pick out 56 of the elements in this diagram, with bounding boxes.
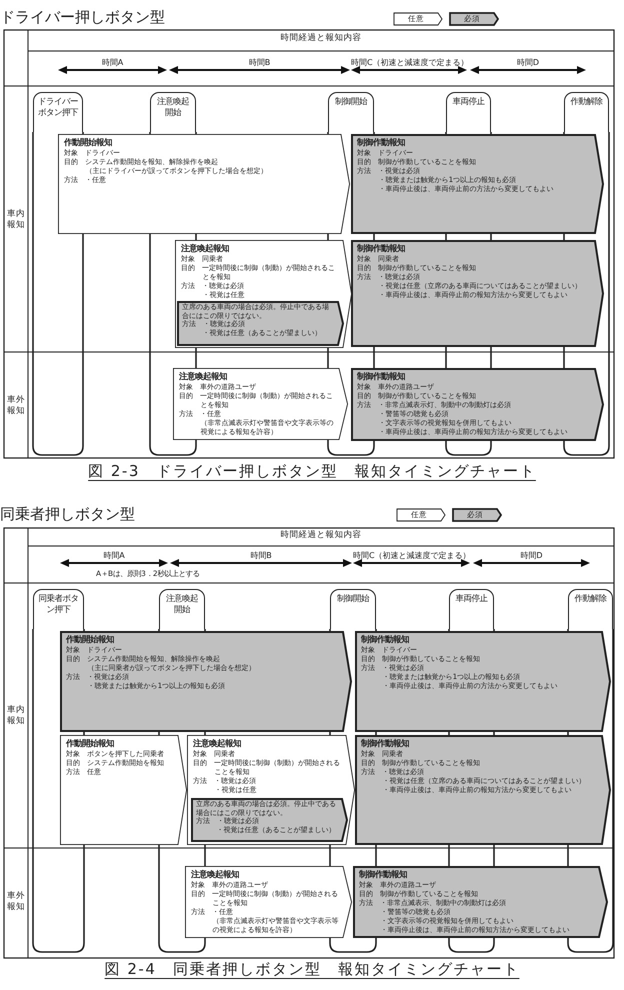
notice-heading: 制御作動報知 <box>357 137 406 148</box>
time-label: 時間C（初速と減速度で定まる） <box>353 551 470 562</box>
notice-box <box>355 631 611 732</box>
notice-heading: 作動開始報知 <box>66 634 115 644</box>
row-label: 車外報知 <box>6 891 26 914</box>
heading: ドライバー押しボタン型 <box>0 8 165 28</box>
notice-heading: 制御作動報知 <box>361 634 410 644</box>
event-pillar: 注意喚起開始 <box>159 589 205 629</box>
time-label: 時間D <box>516 58 540 68</box>
notice-heading: 作動開始報知 <box>66 738 115 748</box>
time-label: 時間D <box>519 551 544 562</box>
notice-box <box>351 368 604 441</box>
note-box <box>177 301 344 346</box>
notice-heading: 制御作動報知 <box>357 371 406 382</box>
notice-box <box>58 134 350 234</box>
notice-box <box>175 240 352 348</box>
row-label: 車外報知 <box>6 395 26 418</box>
time-label: 時間A <box>102 551 126 562</box>
notice-heading: 注意喚起報知 <box>191 869 240 880</box>
event-pillar: 作動解除 <box>564 92 609 132</box>
notice-heading: 制御作動報知 <box>359 869 408 880</box>
event-pillar: 注意喚起開始 <box>150 92 196 132</box>
time-label: 時間C（初速と減速度で定まる） <box>351 58 467 68</box>
notice-box <box>187 735 355 845</box>
figure-caption: 図 2-4 同乗者押しボタン型 報知タイミングチャート <box>104 960 520 980</box>
header-label: 時間経過と報知内容 <box>280 530 362 542</box>
notice-box <box>351 240 604 347</box>
time-label: 時間A <box>100 58 124 68</box>
notice-box <box>173 368 348 440</box>
row-label: 車内報知 <box>6 209 26 232</box>
notice-heading: 注意喚起報知 <box>179 371 228 382</box>
time-label: 時間B <box>248 58 272 68</box>
notice-box <box>351 134 604 234</box>
event-pillar: 制御開始 <box>330 589 376 629</box>
event-pillar: 制御開始 <box>328 92 374 132</box>
heading: 同乗者押しボタン型 <box>0 505 135 524</box>
notice-box <box>60 631 352 732</box>
notice-heading: 注意喚起報知 <box>193 738 242 748</box>
event-pillar: 同乗者ボタン押下 <box>33 589 84 629</box>
figure-caption: 図 2-3 ドライバー押しボタン型 報知タイミングチャート <box>88 462 536 482</box>
event-pillar: 車両停止 <box>446 92 491 132</box>
notice-box <box>353 866 608 938</box>
notice-heading: 制御作動報知 <box>361 738 410 748</box>
notice-heading: 作動開始報知 <box>64 137 113 148</box>
event-pillar: ドライバーボタン押下 <box>33 92 83 132</box>
event-pillar: 作動解除 <box>568 589 613 629</box>
row-label: 車内報知 <box>6 705 26 728</box>
notice-heading: 制御作動報知 <box>357 243 406 254</box>
notice-box <box>355 735 611 845</box>
notice-heading: 注意喚起報知 <box>181 243 230 254</box>
time-label: 時間B <box>249 551 273 562</box>
notice-box <box>60 735 187 845</box>
note-box <box>191 798 348 842</box>
header-label: 時間経過と報知内容 <box>280 33 362 44</box>
event-pillar: 車両停止 <box>449 589 494 629</box>
notice-box <box>185 866 352 938</box>
